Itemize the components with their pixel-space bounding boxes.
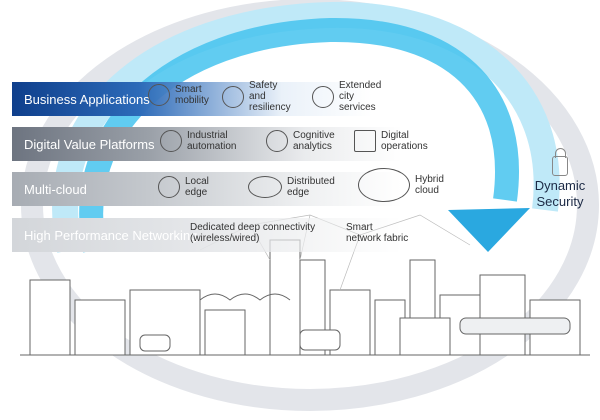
item-label: Digital operations: [381, 130, 428, 152]
arrow-head: [448, 208, 530, 252]
item-digital-operations: Digital operations: [354, 130, 428, 152]
item-label: Industrial automation: [187, 130, 237, 152]
brain-icon: [266, 130, 288, 152]
item-local-edge: Local edge: [158, 176, 209, 198]
layer-high-performance-networking: High Performance Networking: [12, 218, 402, 252]
layer-label: Digital Value Platforms: [24, 136, 155, 152]
item-label: Smart network fabric: [346, 222, 409, 244]
camera-icon: [222, 85, 244, 108]
item-label: Cognitive analytics: [293, 130, 335, 152]
layer-label: Multi-cloud: [24, 181, 87, 197]
item-safety: Safety and resiliency: [222, 80, 291, 113]
network-city-icon: [312, 85, 334, 108]
item-hybrid-cloud: Hybrid cloud: [358, 168, 444, 202]
lock-icon: [552, 148, 568, 176]
hybrid-cloud-icon: [358, 168, 410, 202]
item-smart-network-fabric: Smart network fabric: [346, 222, 408, 244]
item-dedicated-connectivity: Dedicated deep connectivity (wireless/wi…: [190, 222, 315, 244]
security-label: Dynamic Security: [534, 178, 586, 209]
layer-label: Business Applications: [24, 91, 150, 107]
item-label: Distributed edge: [287, 176, 335, 198]
item-city-services: Extended city services: [312, 80, 381, 113]
item-distributed-edge: Distributed edge: [248, 176, 335, 198]
item-smart-mobility: Smart mobility: [148, 84, 209, 106]
cloud-icon: [158, 176, 180, 198]
cloud-network-icon: [248, 176, 282, 198]
monitor-chart-icon: [354, 130, 376, 152]
dynamic-security: Dynamic Security: [530, 148, 590, 210]
layer-multi-cloud: Multi-cloud: [12, 172, 402, 206]
item-label: Safety and resiliency: [249, 80, 291, 113]
item-label: Smart mobility: [175, 84, 209, 106]
item-label: Dedicated deep connectivity (wireless/wi…: [190, 222, 316, 244]
layer-label: High Performance Networking: [24, 227, 198, 243]
item-industrial-automation: Industrial automation: [160, 130, 236, 152]
layer-digital-value-platforms: Digital Value Platforms: [12, 127, 402, 161]
item-label: Local edge: [185, 176, 209, 198]
item-label: Hybrid cloud: [415, 174, 444, 196]
smart-mobility-icon: [148, 84, 170, 106]
gears-icon: [160, 130, 182, 152]
city-skyline: [20, 239, 590, 356]
item-cognitive-analytics: Cognitive analytics: [266, 130, 335, 152]
item-label: Extended city services: [339, 80, 382, 113]
